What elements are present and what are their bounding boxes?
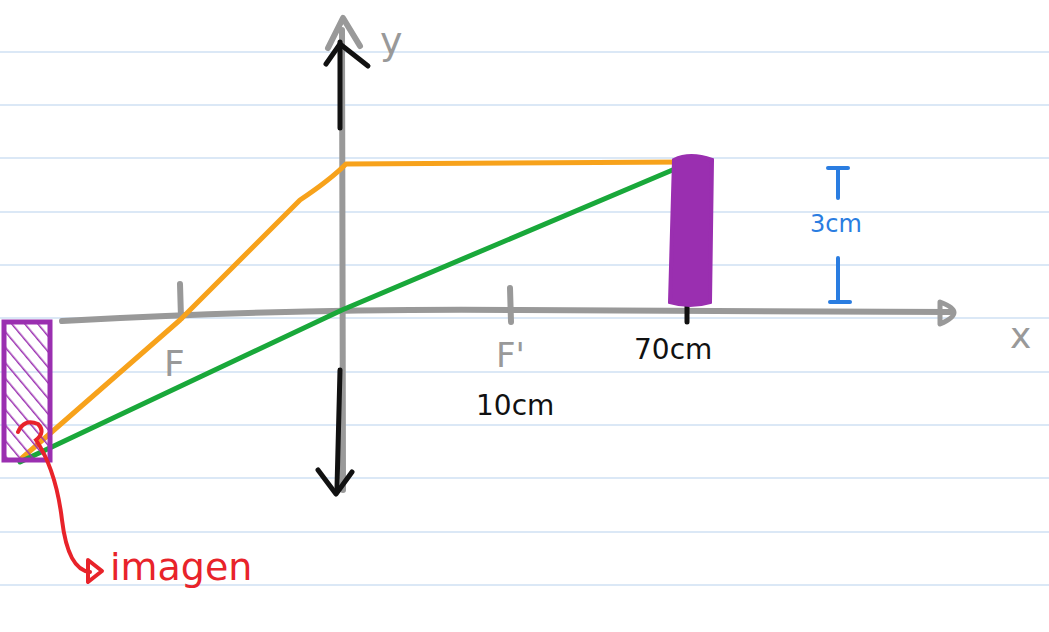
converging-lens [318, 42, 368, 494]
focus-label: F' [496, 338, 525, 372]
notebook-lines [0, 52, 1049, 585]
leader-arrowhead [88, 560, 102, 582]
axis-arrowhead [940, 302, 954, 324]
image-arrow [4, 322, 50, 460]
central-ray [20, 166, 682, 462]
callout-label: imagen [110, 548, 252, 586]
axis-name: y [380, 22, 403, 60]
y-arrowhead [328, 18, 360, 48]
optical-axis [62, 310, 950, 321]
dimension-label: 3cm [810, 212, 862, 236]
focus-tick [180, 284, 181, 318]
focus-label: F [164, 346, 185, 382]
focus-tick [510, 288, 511, 322]
object-arrow [670, 156, 712, 305]
leader-line [18, 422, 90, 572]
dimension-label: 10cm [476, 392, 554, 420]
dimension-label: 70cm [634, 336, 712, 364]
axis-name: x [1010, 318, 1031, 354]
